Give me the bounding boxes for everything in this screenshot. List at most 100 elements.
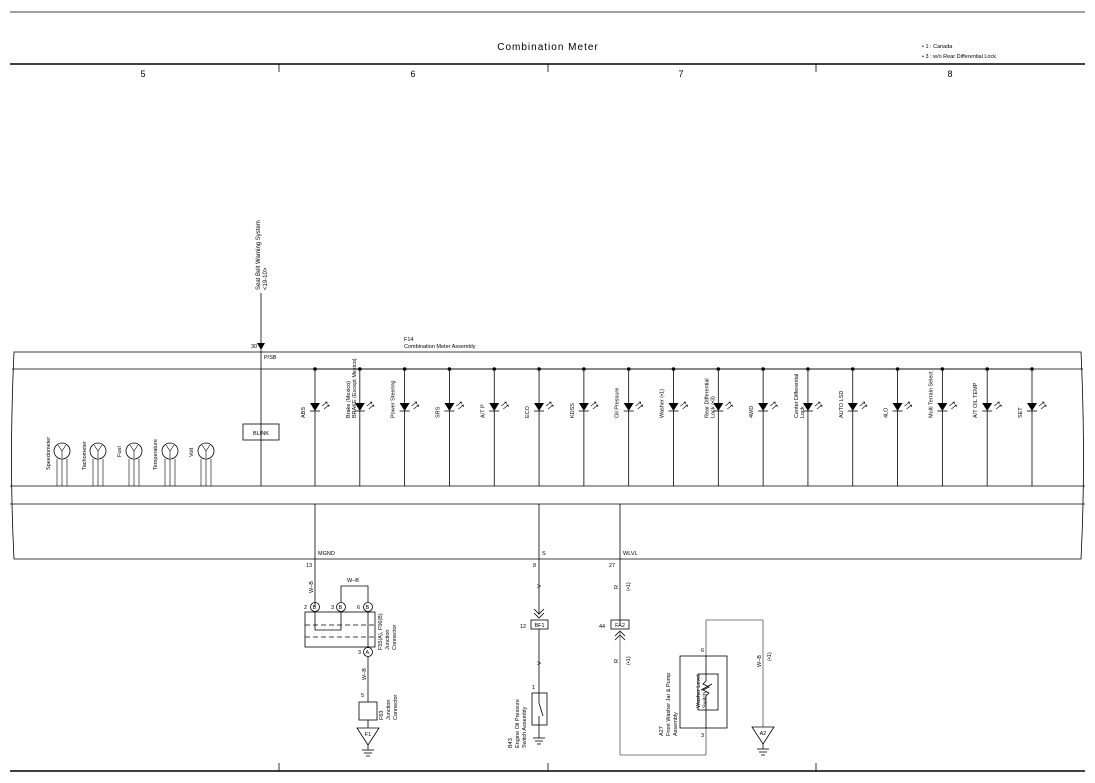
indicator-label: Lock (•3)	[710, 396, 716, 418]
indicator-led-icon: 4WD	[749, 367, 778, 486]
note-canada: • 1 : Canada	[922, 44, 953, 50]
indicator-group: ABS Brake (Mexico)BRAKE (Except Mexico) Po…	[301, 358, 1047, 486]
wire-note: (•1)	[626, 656, 632, 665]
junction-id: F55(A), F56(B)	[378, 613, 384, 650]
wire-color: W–B	[347, 578, 359, 584]
oil-pressure-circuit: V 12 BF1 V 1 B43 Engine Oil Pressure Swi…	[508, 559, 549, 748]
f63-id: F63	[379, 711, 385, 720]
meter-id: F14	[404, 337, 413, 343]
indicator-led-icon: Oil Pressure	[615, 367, 643, 486]
indicator-led-icon: 4LO	[884, 367, 912, 486]
column-number: 8	[947, 69, 952, 79]
indicator-led-icon: Washer (•1)	[660, 367, 688, 486]
oil-pressure-switch	[531, 692, 548, 726]
gauge-label: Speedometer	[46, 437, 52, 470]
indicator-led-icon: Power Steering	[391, 367, 419, 486]
indicator-label: Lock	[800, 406, 806, 418]
pin-27: 27	[609, 563, 615, 569]
gauge-group	[53, 442, 215, 486]
fa2-connector	[610, 619, 630, 630]
connector-id: BF1	[534, 623, 544, 629]
ground-id: F1	[365, 732, 371, 738]
indicator-label: BRAKE (Except Mexico)	[352, 358, 358, 418]
washer-pump-assembly	[679, 655, 728, 729]
pin-number: 5	[361, 693, 364, 699]
indicator-label: A/T P	[480, 404, 486, 418]
indicator-label: SET	[1018, 407, 1024, 418]
meter-name: Combination Meter Assembly	[404, 344, 476, 350]
f63-name: Connector	[393, 694, 399, 720]
pin-number: 2	[304, 605, 307, 611]
connector-id: FA2	[615, 623, 625, 629]
indicator-label: Power Steering	[391, 380, 397, 418]
switch-name: Assembly	[673, 712, 679, 736]
indicator-led-icon: KDSS	[570, 367, 599, 486]
note-rear-diff: • 3 : w/o Rear Differential Lock	[922, 54, 996, 60]
bf1-connector	[530, 619, 549, 630]
indicator-led-icon: ECO	[525, 367, 554, 486]
junction-name: Connector	[392, 624, 398, 650]
meter-body	[11, 351, 1084, 560]
pin-number: 6	[701, 648, 704, 654]
blink-block	[242, 423, 280, 441]
indicator-led-icon: SET	[1018, 367, 1047, 486]
pin-number: 44	[599, 624, 605, 630]
signal-s: S	[542, 551, 546, 557]
junction-connector-box	[304, 611, 376, 648]
indicator-label: KDSS	[570, 403, 576, 418]
indicator-led-icon: Brake (Mexico)BRAKE (Except Mexico)	[346, 358, 375, 486]
gauge-label: Tachometer	[82, 441, 88, 470]
wire-color: V	[537, 661, 543, 665]
switch-name: Switch Assembly	[522, 706, 528, 748]
wire-note: (•1)	[767, 652, 773, 661]
indicator-label: Rear Differential	[704, 378, 710, 418]
indicator-label: Oil Pressure	[615, 388, 621, 418]
signal-arrow-icon	[257, 343, 265, 350]
indicator-label: ECO	[525, 405, 531, 418]
signal-wlvl: WLVL	[623, 551, 638, 557]
ground-triangle-icon	[751, 726, 775, 745]
gauge-meter-icon	[161, 442, 179, 486]
blink-label: BLINK	[253, 431, 269, 437]
switch-name: Engine Oil Pressure	[515, 699, 521, 748]
ground-id: A2	[760, 731, 767, 737]
pin-8: 8	[533, 563, 536, 569]
indicator-label: Multi Terrain Select	[928, 371, 934, 418]
indicator-label: 4WD	[749, 406, 755, 418]
pin-30: 30	[251, 344, 257, 350]
indicator-label: ABS	[301, 407, 307, 418]
diagram-title: Combination Meter	[497, 42, 598, 53]
wire-color: V	[537, 584, 543, 588]
indicator-led-icon: AUTO LSD	[839, 367, 868, 486]
sub-name: Switch	[703, 692, 709, 708]
column-number: 6	[410, 69, 415, 79]
wire-color: W–B	[362, 668, 368, 680]
indicator-label: 4LO	[884, 407, 890, 418]
wire-color: R	[614, 585, 620, 589]
pin-number: 1	[532, 685, 535, 691]
switch-id: B43	[508, 738, 514, 748]
washer-level-switch	[697, 673, 719, 711]
pin-number: 3	[331, 605, 334, 611]
column-number: 7	[678, 69, 683, 79]
wire-note: (•1)	[626, 582, 632, 591]
seatbelt-label: Seat Belt Warning System	[256, 220, 262, 290]
connector-arrow-icon	[533, 608, 545, 619]
sub-name: Washer Level	[696, 675, 702, 708]
pin-number: 3	[701, 733, 704, 739]
gauge-label: Volt	[189, 447, 195, 457]
gauge-meter-icon	[125, 442, 143, 486]
ground-circuit: W–B W–B B B B 2 3 6 A 3 F55(A), F56(B) J…	[304, 559, 399, 757]
terminal-letter: B	[339, 605, 343, 611]
wire-color: W–B	[309, 581, 315, 593]
indicator-led-icon: Multi Terrain Select	[928, 367, 957, 486]
gauge-label: Temperature	[153, 439, 159, 470]
gauge-label: Fuel	[117, 446, 123, 457]
indicator-led-icon: SRS	[435, 367, 464, 486]
terminal-letter: A	[366, 650, 370, 656]
f63-connector	[358, 701, 378, 721]
switch-resistor-icon	[702, 680, 710, 697]
seatbelt-ref: <19-10>	[263, 267, 269, 290]
